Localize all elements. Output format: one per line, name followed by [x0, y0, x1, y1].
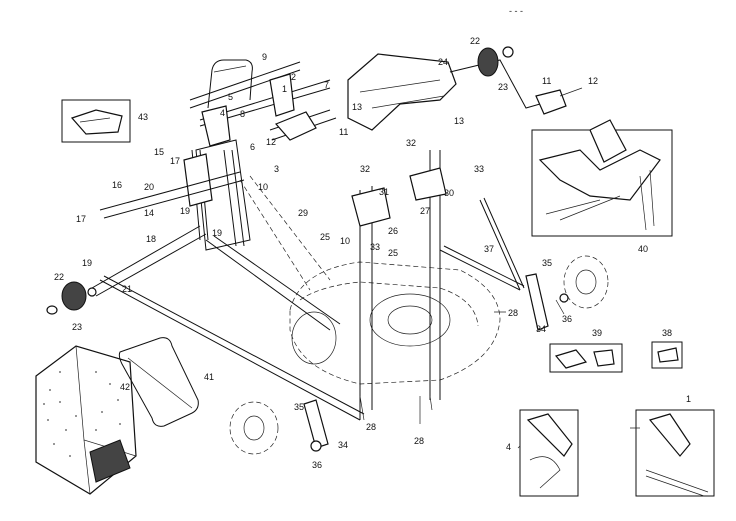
callout-labels: 9 2 1 5 4 8 7 12 6 3 13 11 13 24 22 23 1…	[54, 36, 691, 470]
callout-3: 3	[274, 164, 279, 174]
callout-6: 6	[250, 142, 255, 152]
callout-28: 28	[414, 436, 424, 446]
callout-9: 9	[262, 52, 267, 62]
leader-lines	[359, 299, 640, 449]
grass-catcher	[35, 337, 199, 495]
callout-25: 25	[320, 232, 330, 242]
callout-15: 15	[154, 147, 164, 157]
callout-7: 7	[324, 80, 329, 90]
wheel-left-rear	[229, 401, 279, 455]
callout-40: 40	[638, 244, 648, 254]
callout-39: 39	[592, 328, 602, 338]
rear-wheels	[229, 255, 609, 455]
handle-assembly	[183, 59, 341, 331]
upper-handle-bar-assembly	[347, 46, 583, 131]
inset-part-40	[531, 119, 673, 237]
callout-22: 22	[54, 272, 64, 282]
callout-13: 13	[352, 102, 362, 112]
inset-part-39	[549, 343, 623, 373]
mower-deck	[289, 150, 525, 420]
callout-38: 38	[662, 328, 672, 338]
callout-14: 14	[144, 208, 154, 218]
callout-11: 11	[339, 127, 348, 137]
inset-part-4	[519, 409, 579, 497]
callout-43: 43	[138, 112, 148, 122]
callout-17: 17	[170, 156, 180, 166]
inset-part-43	[61, 99, 131, 143]
callout-8: 8	[240, 109, 245, 119]
callout-22: 22	[470, 36, 480, 46]
callout-33: 33	[370, 242, 380, 252]
callout-23: 23	[72, 322, 82, 332]
left-axle-assembly	[46, 171, 365, 421]
wheel-22-left	[61, 281, 87, 311]
callout-10: 10	[258, 182, 268, 192]
callout-10: 10	[340, 236, 350, 246]
callout-36: 36	[312, 460, 322, 470]
callout-23: 23	[498, 82, 508, 92]
callout-35: 35	[294, 402, 304, 412]
callout-26: 26	[388, 226, 398, 236]
inset-part-1	[635, 409, 715, 497]
callout-1: 1	[686, 394, 691, 404]
callout-2: 2	[291, 72, 296, 82]
callout-30: 30	[444, 188, 454, 198]
callout-4: 4	[506, 442, 511, 452]
inset-part-38	[651, 341, 683, 369]
callout-32: 32	[406, 138, 416, 148]
callout-19: 19	[212, 228, 222, 238]
callout-28: 28	[366, 422, 376, 432]
callout-27: 27	[420, 206, 430, 216]
callout-25: 25	[388, 248, 398, 258]
callout-32: 32	[360, 164, 370, 174]
callout-19: 19	[180, 206, 190, 216]
header-marks: - - -	[509, 6, 523, 16]
callout-5: 5	[228, 92, 233, 102]
callout-18: 18	[146, 234, 156, 244]
callout-21: 21	[122, 284, 132, 294]
callout-19: 19	[82, 258, 92, 268]
callout-11: 11	[542, 76, 551, 86]
callout-34: 34	[338, 440, 348, 450]
callout-13: 13	[454, 116, 464, 126]
callout-29: 29	[298, 208, 308, 218]
callout-36: 36	[562, 314, 572, 324]
wheel-right-rear	[563, 255, 609, 309]
callout-33: 33	[474, 164, 484, 174]
callout-31: 31	[379, 187, 389, 197]
callout-17: 17	[76, 214, 86, 224]
callout-37: 37	[484, 244, 494, 254]
callout-28: 28	[508, 308, 518, 318]
callout-24: 24	[438, 57, 448, 67]
callout-20: 20	[144, 182, 154, 192]
callout-12: 12	[266, 137, 276, 147]
wheel-22-top	[477, 47, 499, 77]
callout-34: 34	[536, 324, 546, 334]
callout-41: 41	[204, 372, 214, 382]
callout-35: 35	[542, 258, 552, 268]
callout-12: 12	[588, 76, 598, 86]
callout-4: 4	[220, 108, 225, 118]
callout-42: 42	[120, 382, 130, 392]
callout-1: 1	[282, 84, 287, 94]
callout-16: 16	[112, 180, 122, 190]
